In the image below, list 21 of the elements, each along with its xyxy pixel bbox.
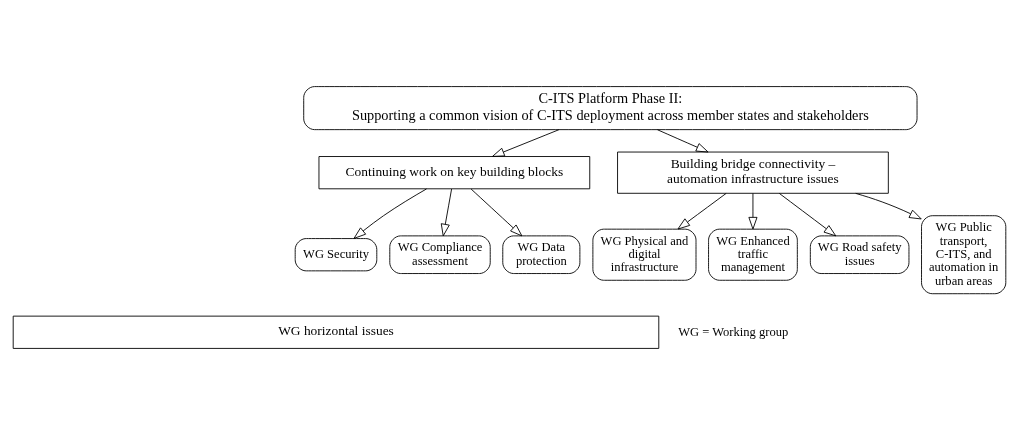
node-box: WG Public transport, C-ITS, and automation in urban areas [921, 214, 1007, 294]
node-box: WG Data protection [502, 234, 581, 274]
arrow [748, 192, 758, 229]
node-box: C-ITS Platform Phase II: Supporting a common vision of C-ITS deployment across member states and stakeholders [303, 85, 918, 130]
node-box: WG Compliance assessment [389, 234, 491, 274]
arrow [440, 188, 453, 236]
arrow [492, 128, 560, 157]
node-box: Continuing work on key building blocks [318, 155, 591, 189]
arrow [778, 192, 837, 236]
arrow [855, 192, 922, 219]
node-box: WG Road safety issues [809, 234, 910, 274]
arrow [657, 128, 709, 152]
label: WG = Working group [678, 324, 789, 339]
node-box: WG horizontal issues [12, 315, 660, 349]
node-box: WG Physical and digital infrastructure [592, 228, 697, 281]
arrow [677, 192, 727, 229]
node-box: Building bridge connectivity – automation infrastructure issues [617, 151, 889, 194]
node-box: WG Security [294, 237, 378, 271]
arrow [470, 188, 523, 236]
node-box: WG Enhanced traffic management [708, 228, 798, 281]
arrow [353, 187, 427, 239]
